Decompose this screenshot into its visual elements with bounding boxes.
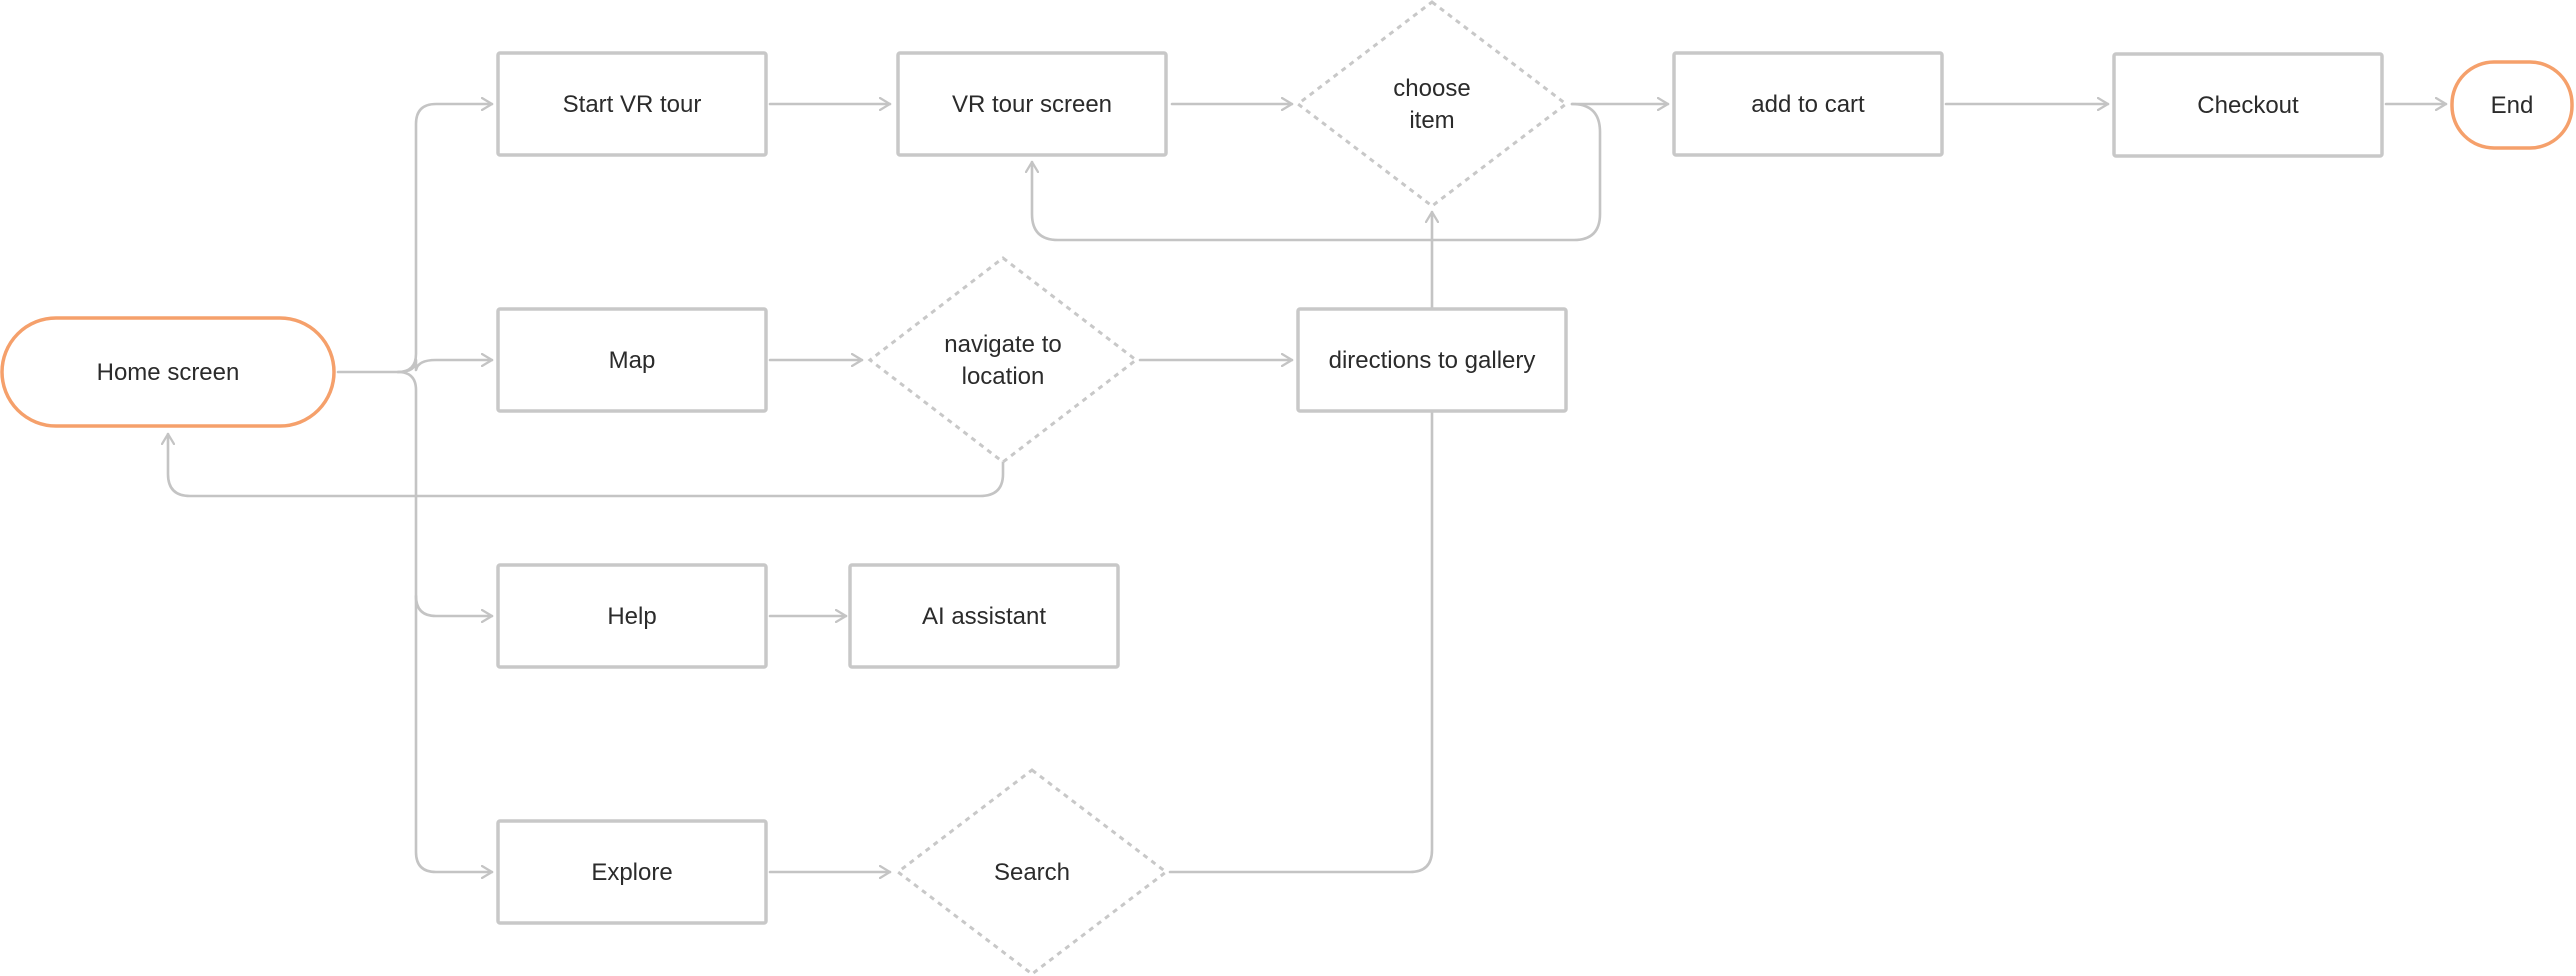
node-start-vr-tour[interactable]: Start VR tour (496, 51, 768, 157)
node-map-label: Map (609, 347, 656, 374)
connector-home-to-start-vr (336, 104, 494, 374)
node-checkout[interactable]: Checkout (2112, 52, 2384, 158)
node-choose-item[interactable]: choose item (1295, 0, 1569, 208)
connector-home-to-help (396, 370, 494, 616)
node-navigate-to-location[interactable]: navigate to location (867, 256, 1139, 464)
node-add-to-cart[interactable]: add to cart (1672, 51, 1944, 157)
node-navigate-label-line2: location (962, 363, 1045, 390)
node-home-screen[interactable]: Home screen (0, 316, 336, 428)
connector-search-to-choose-item (1168, 210, 1432, 874)
node-help-label: Help (607, 603, 656, 630)
node-ai-assistant-label: AI assistant (922, 603, 1046, 630)
node-end-label: End (2491, 92, 2534, 119)
node-explore-label: Explore (591, 859, 672, 886)
connector-home-to-map (396, 360, 494, 374)
node-directions-to-gallery[interactable]: directions to gallery (1296, 307, 1568, 413)
node-start-vr-tour-label: Start VR tour (563, 91, 702, 118)
node-navigate-label-line1: navigate to (944, 331, 1061, 358)
node-choose-item-label-line2: item (1409, 107, 1454, 134)
node-search-label: Search (994, 859, 1070, 886)
node-directions-label: directions to gallery (1329, 347, 1536, 374)
node-vr-tour-screen[interactable]: VR tour screen (896, 51, 1168, 157)
node-home-screen-label: Home screen (97, 359, 240, 386)
node-choose-item-label-line1: choose (1393, 75, 1470, 102)
node-help[interactable]: Help (496, 563, 768, 669)
node-checkout-label: Checkout (2197, 92, 2299, 119)
connector-home-to-explore (414, 594, 494, 872)
node-vr-tour-screen-label: VR tour screen (952, 91, 1112, 118)
node-map[interactable]: Map (496, 307, 768, 413)
connector-choose-item-loop-to-vr-screen (1032, 102, 1602, 242)
node-ai-assistant[interactable]: AI assistant (848, 563, 1120, 669)
node-end[interactable]: End (2450, 60, 2574, 150)
node-search[interactable]: Search (895, 768, 1169, 976)
node-add-to-cart-label: add to cart (1751, 91, 1865, 118)
connector-navigate-loop-to-home (168, 432, 1005, 498)
node-explore[interactable]: Explore (496, 819, 768, 925)
